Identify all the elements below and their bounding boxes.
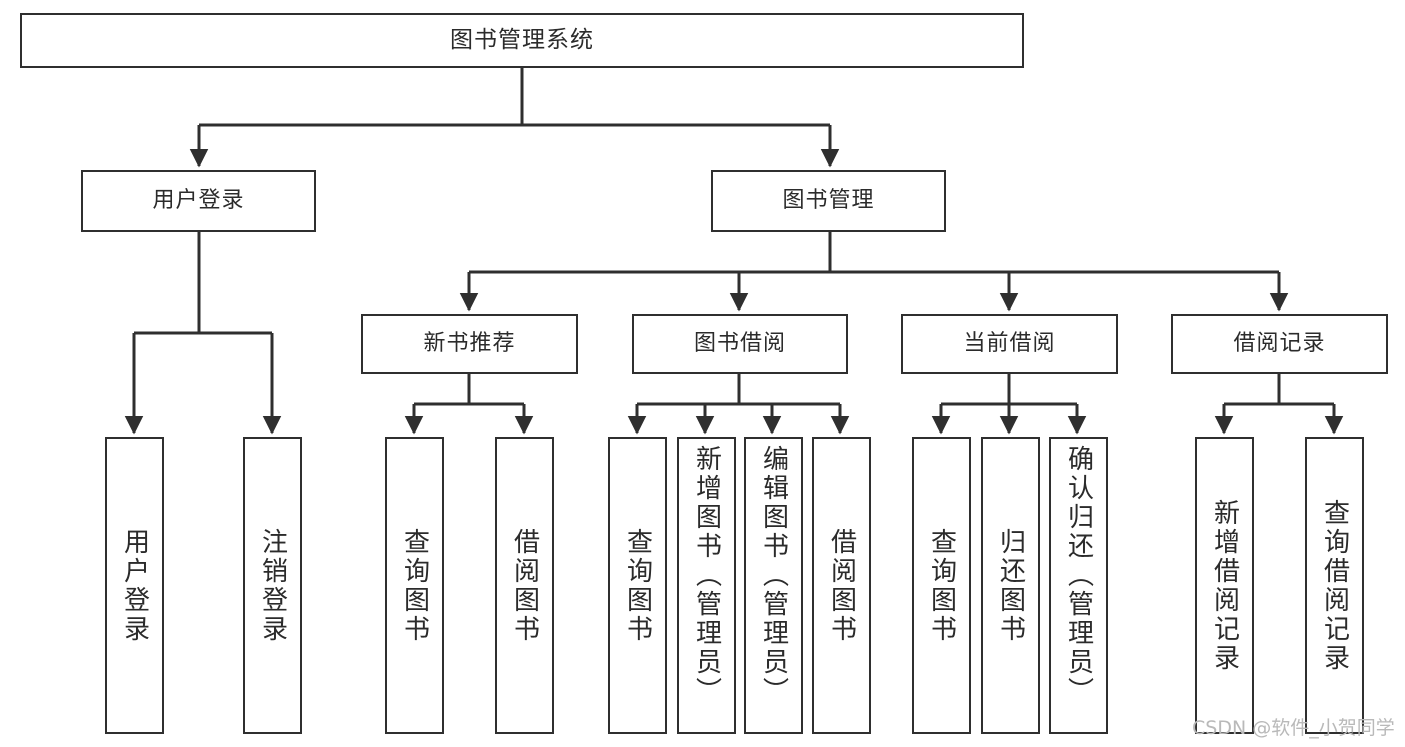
node-new-book-recommend[interactable]: 新书推荐 <box>361 314 578 374</box>
node-root-system[interactable]: 图书管理系统 <box>20 13 1024 68</box>
node-label: 图书管理系统 <box>450 27 594 54</box>
node-label: 图书管理 <box>782 188 875 214</box>
node-label: 借阅图书 <box>509 527 540 644</box>
leaf-confirm-return[interactable]: 确认归还（管理员） <box>1049 437 1108 734</box>
node-label: 查询图书 <box>926 527 957 644</box>
node-label: 借阅记录 <box>1233 331 1326 357</box>
node-label: 新书推荐 <box>423 331 516 357</box>
node-book-manage[interactable]: 图书管理 <box>711 170 946 232</box>
node-label: 查询图书 <box>622 527 653 644</box>
watermark-text: CSDN @软件_小贺同学 <box>1192 717 1395 739</box>
node-book-borrow[interactable]: 图书借阅 <box>632 314 848 374</box>
node-label: 新增图书（管理员） <box>691 445 722 706</box>
node-label: 新增借阅记录 <box>1209 498 1240 673</box>
leaf-query-record[interactable]: 查询借阅记录 <box>1305 437 1364 734</box>
node-label: 查询图书 <box>399 527 430 644</box>
node-label: 用户登录 <box>119 527 150 644</box>
leaf-borrow-book-2[interactable]: 借阅图书 <box>812 437 871 734</box>
leaf-add-record[interactable]: 新增借阅记录 <box>1195 437 1254 734</box>
leaf-edit-book[interactable]: 编辑图书（管理员） <box>744 437 803 734</box>
node-label: 当前借阅 <box>963 331 1056 357</box>
leaf-query-book-3[interactable]: 查询图书 <box>912 437 971 734</box>
node-label: 归还图书 <box>995 527 1026 644</box>
leaf-return-book[interactable]: 归还图书 <box>981 437 1040 734</box>
node-label: 注销登录 <box>257 527 288 644</box>
leaf-logout[interactable]: 注销登录 <box>243 437 302 734</box>
leaf-query-book-2[interactable]: 查询图书 <box>608 437 667 734</box>
leaf-add-book[interactable]: 新增图书（管理员） <box>677 437 736 734</box>
node-label: 查询借阅记录 <box>1319 498 1350 673</box>
node-label: 借阅图书 <box>826 527 857 644</box>
node-label: 编辑图书（管理员） <box>758 445 789 706</box>
node-label: 图书借阅 <box>693 331 786 357</box>
leaf-borrow-book-1[interactable]: 借阅图书 <box>495 437 554 734</box>
node-label: 用户登录 <box>152 188 245 214</box>
leaf-query-book-1[interactable]: 查询图书 <box>385 437 444 734</box>
node-current-borrow[interactable]: 当前借阅 <box>901 314 1118 374</box>
node-user-login[interactable]: 用户登录 <box>81 170 316 232</box>
leaf-user-login[interactable]: 用户登录 <box>105 437 164 734</box>
watermark-csdn: CSDN @软件_小贺同学 <box>1192 713 1395 740</box>
node-label: 确认归还（管理员） <box>1063 445 1094 706</box>
node-borrow-record[interactable]: 借阅记录 <box>1171 314 1388 374</box>
